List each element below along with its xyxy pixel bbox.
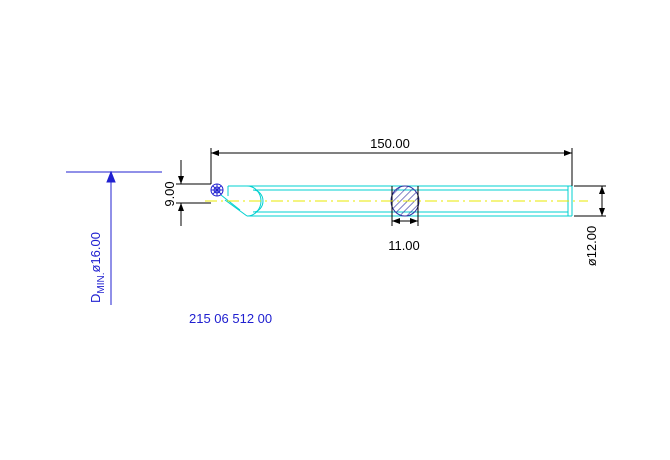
dmin-main: D [88,294,103,303]
diameter-dimension [574,185,606,217]
diameter-value: ø12.00 [584,226,599,266]
dmin-annotation [66,170,162,305]
flat-dimension [391,216,419,226]
length-dimension [210,148,573,186]
insert-head [210,183,224,197]
dmin-label: DMIN.ø16.00 [88,232,107,303]
height-value: 9.00 [162,181,177,206]
dmin-sub: MIN. [96,273,107,294]
part-number: 215 06 512 00 [189,311,272,326]
flat-value: 11.00 [388,238,420,253]
length-value: 150.00 [370,136,410,151]
height-dimension [176,160,211,226]
dmin-value: ø16.00 [88,232,103,272]
